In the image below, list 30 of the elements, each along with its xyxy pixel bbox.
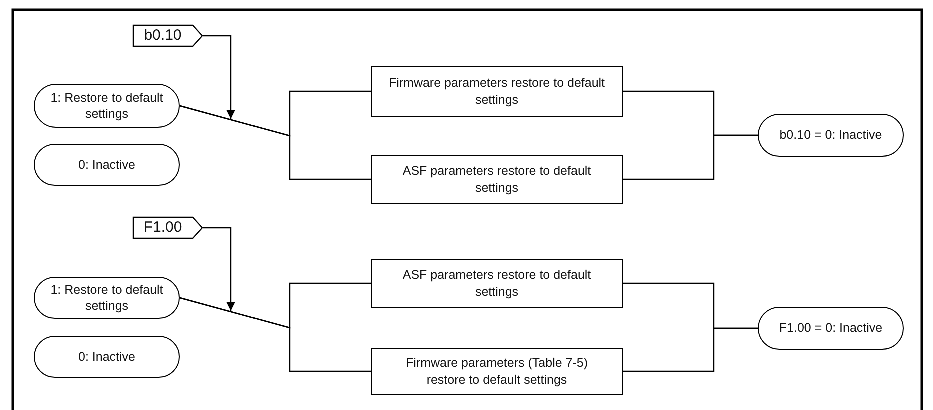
connector-line [180, 297, 371, 372]
arrow [203, 35, 236, 119]
option-terminal [34, 84, 180, 128]
node-label: b0.10 = 0: Inactive [780, 127, 882, 144]
node-label: 1: Restore to default settings [50, 282, 164, 314]
parameter-tag [133, 217, 203, 239]
process-box [371, 66, 623, 117]
process-box [371, 259, 623, 308]
parameter-code: b0.10 [144, 26, 182, 46]
node-label: 0: Inactive [78, 156, 136, 174]
node-label: Firmware parameters (Table 7-5) restore to default settings [405, 355, 589, 388]
node-label: ASF parameters restore to default settings [402, 163, 592, 196]
option-terminal [758, 307, 904, 350]
parameter-code: F1.00 [144, 218, 182, 238]
parameter-tag [133, 25, 203, 47]
arrow [203, 227, 236, 311]
node-label: F1.00 = 0: Inactive [779, 320, 883, 337]
option-terminal [34, 336, 180, 378]
connector-line [623, 328, 758, 372]
node-label: Firmware parameters restore to default settings [388, 75, 606, 108]
connector-line [623, 134, 758, 180]
node-label: 0: Inactive [78, 348, 136, 366]
node-label: 1: Restore to default settings [50, 90, 164, 122]
node-label: ASF parameters restore to default settings [402, 267, 592, 300]
option-terminal [34, 277, 180, 319]
process-box [371, 348, 623, 395]
option-terminal [34, 144, 180, 186]
process-box [371, 155, 623, 204]
connector-line [180, 105, 371, 180]
option-terminal [758, 114, 904, 157]
